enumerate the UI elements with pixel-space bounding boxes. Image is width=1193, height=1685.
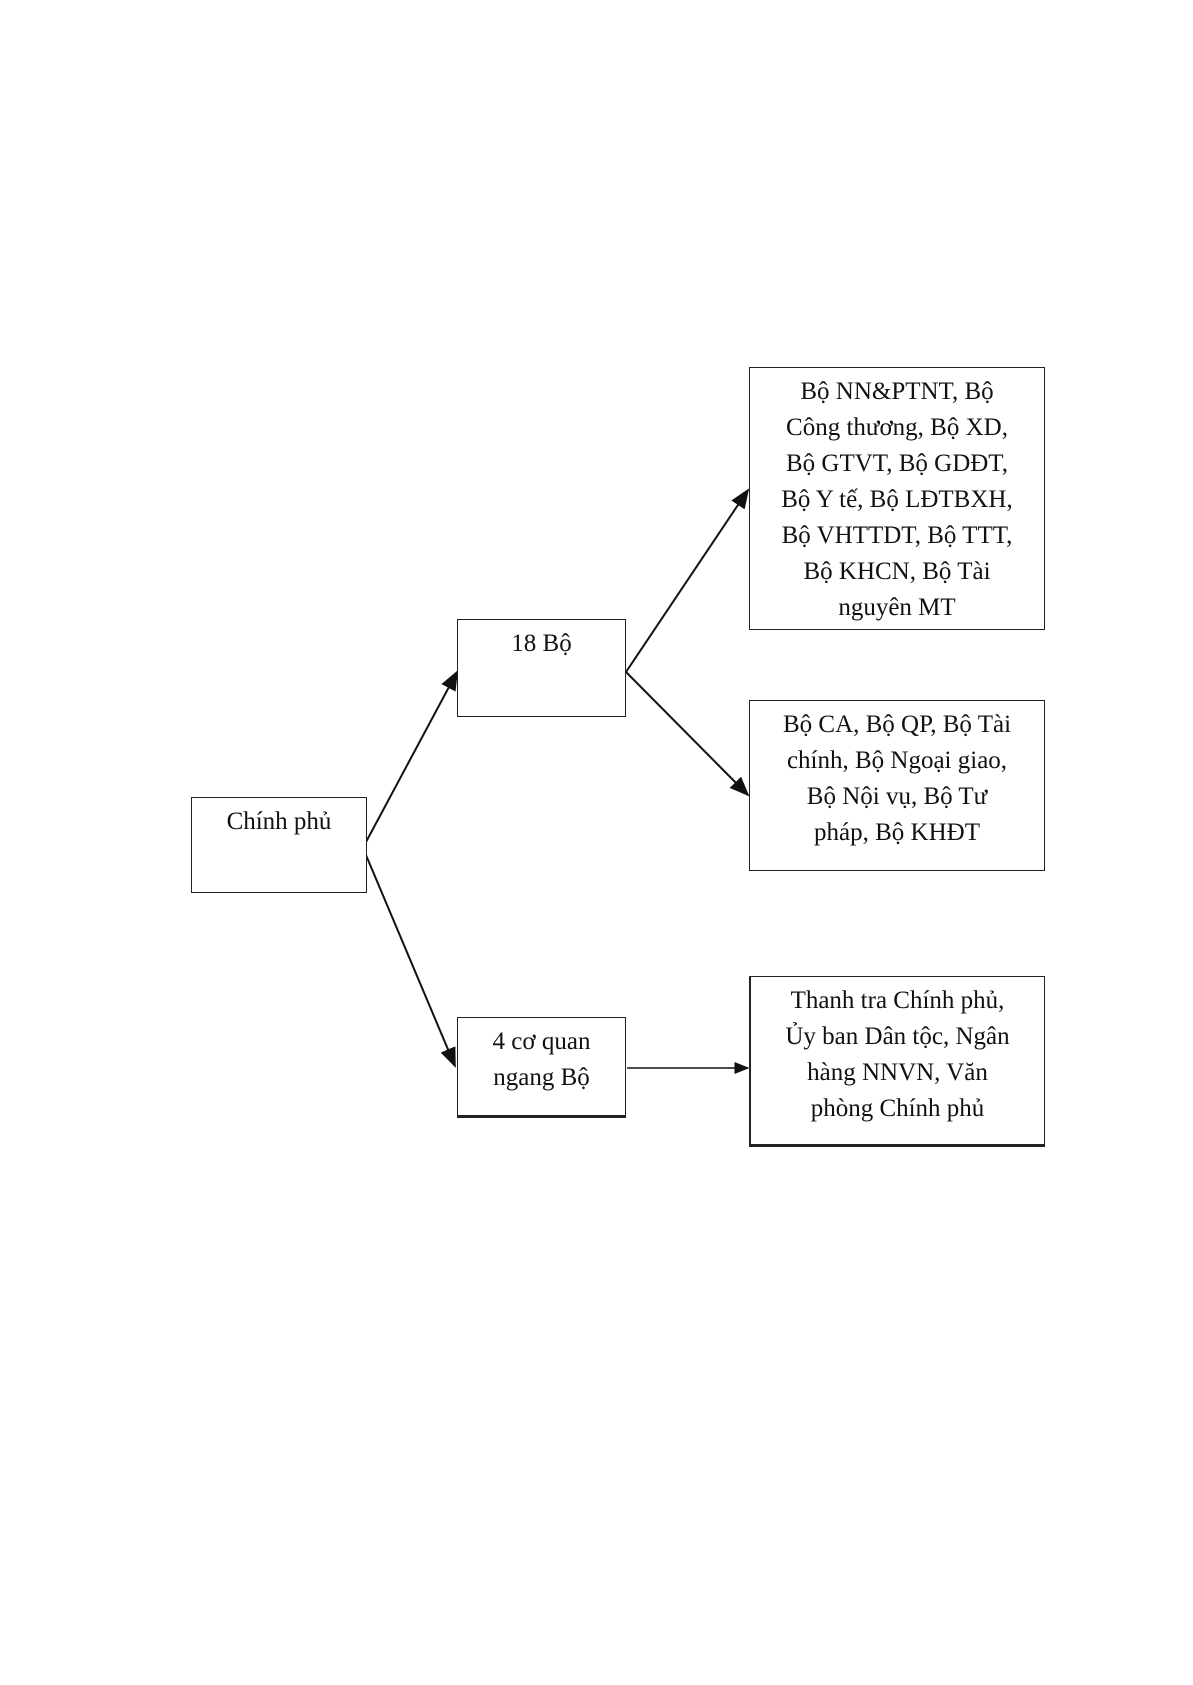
arrow-gov-to-agencies: [362, 847, 456, 1068]
arrow-ministries-to-group2: [625, 671, 750, 797]
text-line: Công thương, Bộ XD,: [786, 414, 1008, 441]
government-label: Chính phủ: [226, 808, 332, 835]
text-line: ngang Bộ: [493, 1064, 590, 1091]
ministerial-agencies-node: 4 cơ quan ngang Bộ: [457, 1017, 626, 1118]
ministries-group2-node: Bộ CA, Bộ QP, Bộ Tài chính, Bộ Ngoại gia…: [749, 700, 1045, 871]
text-line: 4 cơ quan: [492, 1028, 591, 1055]
text-line: nguyên MT: [838, 594, 956, 621]
ministries-label: 18 Bộ: [511, 630, 572, 657]
text-line: Bộ KHCN, Bộ Tài: [803, 558, 991, 585]
arrow-ministries-to-group1: [625, 488, 750, 673]
ministries-group1-node: Bộ NN&PTNT, Bộ Công thương, Bộ XD, Bộ GT…: [749, 367, 1045, 630]
text-line: Bộ CA, Bộ QP, Bộ Tài: [782, 711, 1012, 738]
text-line: Bộ VHTTDT, Bộ TTT,: [781, 522, 1013, 549]
text-line: Bộ NN&PTNT, Bộ: [800, 378, 994, 405]
ministries-node: 18 Bộ: [457, 619, 626, 717]
government-node: Chính phủ: [191, 797, 367, 893]
text-line: Bộ Nội vụ, Bộ Tư: [806, 783, 988, 810]
agencies-list-node: Thanh tra Chính phủ, Ủy ban Dân tộc, Ngâ…: [749, 976, 1045, 1147]
text-line: phòng Chính phủ: [810, 1095, 985, 1122]
text-line: chính, Bộ Ngoại giao,: [786, 747, 1008, 774]
text-line: pháp, Bộ KHĐT: [814, 819, 980, 846]
text-line: Thanh tra Chính phủ,: [790, 987, 1005, 1014]
text-line: Ủy ban Dân tộc, Ngân: [785, 1023, 1010, 1050]
text-line: Bộ Y tế, Bộ LĐTBXH,: [781, 486, 1013, 513]
text-line: Bộ GTVT, Bộ GDĐT,: [786, 450, 1008, 477]
text-line: hàng NNVN, Văn: [807, 1059, 988, 1086]
arrow-gov-to-ministries: [365, 670, 458, 843]
